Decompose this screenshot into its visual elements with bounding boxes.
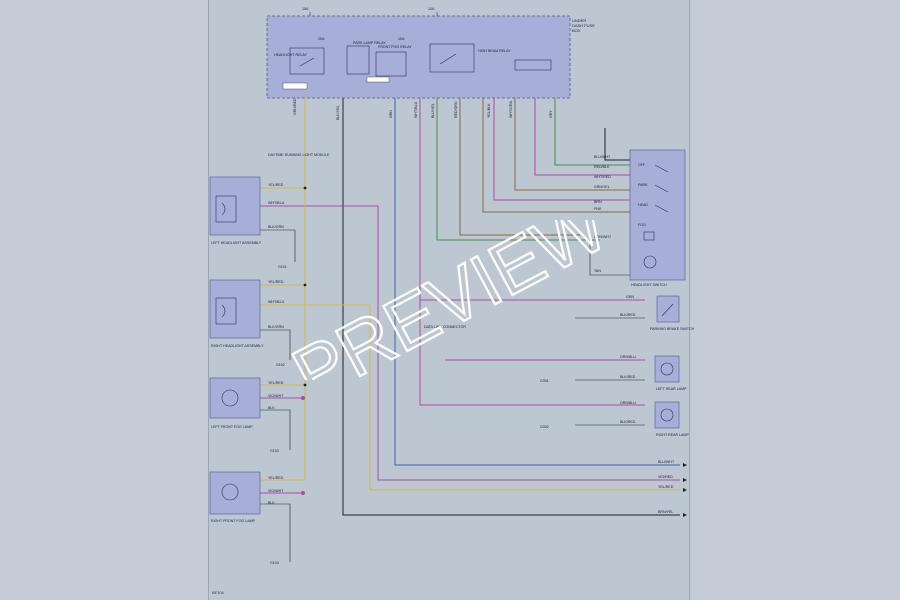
relay-high-beam: HIGH BEAM RELAY — [429, 43, 511, 73]
edge-wire-3: YEL/RED — [658, 485, 674, 489]
right-rear-lamp-label: RIGHT REAR LAMP — [656, 433, 689, 437]
right-rear-lamp: RIGHT REAR LAMP ORN/BLU BLK/RED G302 — [540, 401, 689, 437]
left-fog-ground: G103 — [270, 449, 279, 453]
left-rear-lamp: LEFT REAR LAMP ORN/BLU BLK/RED G301 — [540, 355, 687, 391]
right-fog-lamp: RIGHT FRONT FOG LAMP YEL/RED VIO/WHT BLK… — [209, 471, 284, 565]
left-headlight-ground: G101 — [278, 265, 287, 269]
fuse-block-connector-2 — [366, 76, 390, 83]
right-headlight-pin-2: WHT/BLU — [268, 300, 285, 304]
relay-park-lamp: PARK LAMP RELAY — [346, 41, 386, 75]
fuse-block-connector — [282, 82, 308, 90]
wire-code-7: YEL/BLK — [487, 103, 491, 118]
relay-front-fog-label: FRONT FOG RELAY — [378, 45, 412, 49]
left-fog-lamp: LEFT FRONT FOG LAMP YEL/RED VIO/WHT BLK … — [209, 377, 284, 453]
switch-pos-head: HEAD — [638, 203, 648, 207]
relay-headlight-label: HEADLIGHT RELAY — [274, 53, 308, 57]
edge-wire-1: BLU/WHT — [658, 460, 675, 464]
switch-pos-fog: FOG — [638, 223, 646, 227]
fuse-block-title-1: UNDER — [572, 18, 586, 23]
fuse-block — [266, 15, 571, 99]
sheet-id: BF104 — [212, 590, 224, 595]
parking-brake-label: PARKING BRAKE SWITCH — [650, 327, 695, 331]
wire-code-6: RED/GRN — [454, 101, 458, 118]
edge-wire-4: BRN/YEL — [658, 510, 673, 514]
wire-code-1: GRN/RED — [293, 98, 297, 115]
switch-pos-park: PARK — [638, 183, 648, 187]
switch-pos-off: OFF — [638, 163, 646, 167]
left-headlight-label: LEFT HEADLIGHT ASSEMBLY — [211, 241, 262, 245]
left-headlight-pin-3: BLK/GRN — [268, 225, 284, 229]
switch-pin-2: RED/BLK — [594, 165, 610, 169]
wire-code-2: BLK/YEL — [336, 105, 340, 120]
switch-pin-6: PNK — [594, 207, 602, 211]
wire-code-3: ORN — [389, 110, 393, 118]
parking-brake-pin-1: GRN — [626, 295, 634, 299]
note-data-link: DATA LINK CONNECTOR — [424, 325, 466, 329]
right-rear-lamp-ground: G302 — [540, 425, 549, 429]
wire-code-4: WHT/BLU — [414, 101, 418, 118]
headlight-switch: HEADLIGHT SWITCH OFF PARK HEAD FOG BLU/W… — [594, 149, 686, 287]
switch-pin-8: TAN — [594, 269, 601, 273]
left-fog-pin-2: VIO/WHT — [268, 394, 284, 398]
parking-brake-switch: PARKING BRAKE SWITCH GRN BLK/RED — [620, 295, 695, 331]
right-fog-pin-3: BLK — [268, 501, 275, 505]
edge-wire-2: VIO/RED — [658, 475, 673, 479]
right-headlight-pin-1: YEL/RED — [268, 280, 284, 284]
right-fog-ground: G104 — [270, 561, 279, 565]
left-headlight-assembly: LEFT HEADLIGHT ASSEMBLY YEL/RED WHT/BLU … — [209, 176, 287, 269]
right-headlight-ground: G102 — [276, 363, 285, 367]
note-drl-module: DAYTIME RUNNING LIGHT MODULE — [268, 153, 330, 157]
relay-headlight: HEADLIGHT RELAY — [274, 47, 325, 75]
right-headlight-assembly: RIGHT HEADLIGHT ASSEMBLY YEL/RED WHT/BLU… — [209, 279, 285, 367]
left-fog-pin-3: BLK — [268, 406, 275, 410]
fuse-label-2: 10A — [428, 7, 435, 11]
parking-brake-pin-2: BLK/RED — [620, 313, 636, 317]
right-rear-lamp-pin-2: BLK/RED — [620, 420, 636, 424]
switch-pin-7: ORN/WHT — [594, 235, 612, 239]
relay-high-beam-label: HIGH BEAM RELAY — [478, 49, 511, 53]
switch-pin-1: BLU/WHT — [594, 155, 611, 159]
right-fog-pin-1: YEL/RED — [268, 476, 284, 480]
right-headlight-pin-3: BLK/GRN — [268, 325, 284, 329]
left-headlight-pin-1: YEL/RED — [268, 183, 284, 187]
right-rear-lamp-pin-1: ORN/BLU — [620, 401, 636, 405]
left-rear-lamp-label: LEFT REAR LAMP — [656, 387, 687, 391]
relay-park-lamp-label: PARK LAMP RELAY — [353, 41, 386, 45]
switch-pin-3: WHT/RED — [594, 175, 611, 179]
right-fog-label: RIGHT FRONT FOG LAMP — [211, 519, 256, 523]
left-rear-lamp-pin-2: BLK/RED — [620, 375, 636, 379]
wire-code-9: GRY — [549, 110, 553, 118]
switch-pin-4: GRN/YEL — [594, 185, 610, 189]
fuse-block-title-2: DASH FUSE — [572, 23, 595, 28]
headlight-switch-label: HEADLIGHT SWITCH — [631, 283, 667, 287]
left-rear-lamp-ground: G301 — [540, 379, 549, 383]
right-fog-pin-2: VIO/WHT — [268, 489, 284, 493]
left-rear-lamp-pin-1: ORN/BLU — [620, 355, 636, 359]
switch-pin-5: BRN — [594, 200, 602, 204]
wire-code-8: WHT/GRN — [509, 100, 513, 118]
fuse-label-1: 15A — [302, 7, 309, 11]
left-fog-label: LEFT FRONT FOG LAMP — [211, 425, 253, 429]
right-headlight-label: RIGHT HEADLIGHT ASSEMBLY — [211, 344, 264, 348]
left-headlight-pin-2: WHT/BLU — [268, 201, 285, 205]
fuse-label-3: 10A — [398, 37, 405, 41]
fuse-block-title-3: BOX — [572, 28, 581, 33]
wire-code-5: BLU/YEL — [431, 103, 435, 118]
left-fog-pin-1: YEL/RED — [268, 381, 284, 385]
fuse-box-module — [514, 59, 552, 71]
fuse-label-4: 20A — [318, 37, 325, 41]
relay-front-fog: FRONT FOG RELAY — [375, 45, 412, 77]
